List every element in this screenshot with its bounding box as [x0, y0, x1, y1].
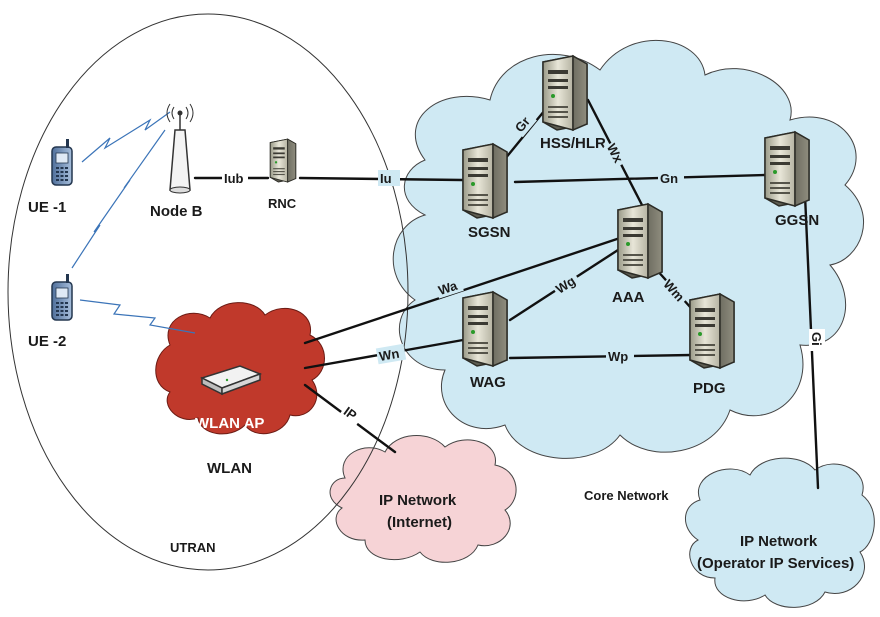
iub-label: Iub	[224, 171, 244, 186]
utran-label: UTRAN	[170, 540, 216, 555]
gr-label: Gr	[512, 114, 533, 135]
internet-cloud	[329, 435, 517, 563]
iu-label: Iu	[380, 171, 392, 186]
hss-server-icon	[542, 55, 588, 131]
operator-ip-label-line1: IP Network	[740, 533, 818, 550]
sgsn-server-icon	[462, 143, 508, 219]
wlan-ap-label: WLAN AP	[195, 415, 264, 432]
gi-label: Gi	[809, 332, 824, 346]
ue1-label: UE -1	[28, 199, 66, 216]
ue2-label: UE -2	[28, 333, 66, 350]
ggsn-server-icon	[764, 131, 810, 207]
core-network-label: Core Network	[584, 488, 669, 503]
pdg-label: PDG	[693, 380, 726, 397]
ue2-phone-icon	[51, 273, 73, 321]
pdg-server-icon	[689, 293, 735, 369]
wn-label: Wn	[378, 346, 401, 364]
wag-label: WAG	[470, 374, 506, 391]
operator-ip-cloud	[685, 457, 875, 608]
wireless-links	[71, 111, 196, 334]
interface-labels: Iub Iu Gr Wx Gn Wa Wg Wm Wn Wp IP Gi	[222, 108, 825, 427]
wa-label: Wa	[436, 278, 459, 298]
rnc-server-icon	[269, 138, 297, 183]
gn-label: Gn	[660, 171, 678, 186]
nodeb-label: Node B	[150, 203, 203, 220]
wlan-ap-router-icon	[200, 365, 263, 396]
wp-label: Wp	[608, 349, 628, 364]
rnc-label: RNC	[268, 196, 297, 211]
hss-label: HSS/HLR	[540, 135, 606, 152]
ggsn-label: GGSN	[775, 212, 819, 229]
ue1-phone-icon	[51, 138, 73, 186]
internet-label-line2: (Internet)	[387, 514, 452, 531]
utran-boundary	[7, 13, 409, 571]
operator-ip-label-line2: (Operator IP Services)	[697, 555, 854, 572]
aaa-server-icon	[617, 203, 663, 279]
wlan-label: WLAN	[207, 460, 252, 477]
nodeb-antenna-icon	[166, 103, 194, 194]
aaa-label: AAA	[612, 289, 645, 306]
wag-server-icon	[462, 291, 508, 367]
sgsn-label: SGSN	[468, 224, 511, 241]
internet-label-line1: IP Network	[379, 492, 457, 509]
